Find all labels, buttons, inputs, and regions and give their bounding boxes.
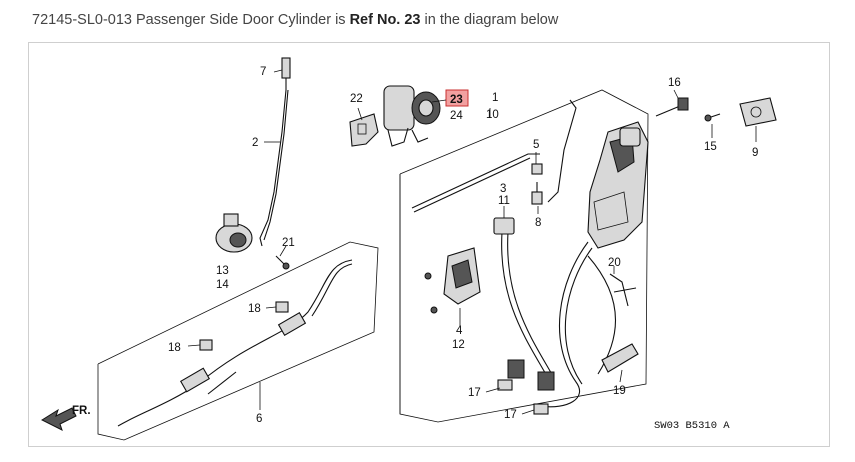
part-17-connector-lower [533, 403, 549, 415]
part-22-cylinder-bracket [349, 113, 379, 147]
callout-15: 15 [704, 141, 717, 153]
callout-18-upper: 18 [248, 303, 261, 315]
callout-16: 16 [668, 77, 681, 89]
part-6-cable-assembly [117, 259, 353, 427]
door-latch-assembly [587, 121, 649, 249]
part-11-connector [493, 217, 515, 235]
callout-20: 20 [608, 257, 621, 269]
callout-17-upper: 17 [468, 387, 481, 399]
callout-18-lower: 18 [168, 342, 181, 354]
callout-6: 6 [256, 413, 262, 425]
callout-8: 8 [535, 217, 541, 229]
leader-lines [187, 69, 757, 415]
actuator-wire-harness [501, 231, 617, 408]
callout-19: 19 [613, 385, 626, 397]
part-4-lock-actuator [443, 247, 481, 305]
callout-7: 7 [260, 66, 266, 78]
callout-11: 11 [498, 195, 510, 207]
caption-ref-number: Ref No. 23 [349, 12, 421, 28]
callout-labels: 1 2 3 4 5 6 7 8 9 10 11 12 13 14 15 16 1… [168, 66, 758, 425]
callout-2: 2 [252, 137, 258, 149]
callout-4: 4 [456, 325, 463, 337]
caption-suffix: in the diagram below [420, 12, 559, 28]
part-2-lock-rod [259, 89, 289, 247]
direction-label: FR. [72, 405, 91, 417]
part-18-clip-lower [199, 339, 213, 351]
drawing-code: SW03 B5310 A [654, 420, 730, 432]
callout-22: 22 [350, 93, 363, 105]
actuator-screws [424, 272, 438, 314]
callout-24: 24 [450, 110, 463, 122]
part-18-clip-upper [275, 301, 289, 313]
part-13-inside-lock [215, 213, 253, 253]
part-9-striker [739, 97, 777, 127]
callout-1: 1 [492, 92, 498, 104]
part-20-clip [609, 273, 637, 307]
page-caption: 72145-SL0-013 Passenger Side Door Cylind… [32, 12, 558, 28]
door-panel-outline [399, 89, 649, 423]
callout-23: 23 [450, 94, 463, 106]
part-16-bolt [655, 97, 689, 117]
part-15-screw [704, 113, 721, 122]
callout-5: 5 [533, 139, 539, 151]
parts-diagram: FR. 1 2 3 4 5 6 7 8 9 10 11 [40, 57, 777, 441]
part-21-screw [275, 255, 290, 270]
callout-12: 12 [452, 339, 465, 351]
part-7-rod-knob [281, 57, 291, 90]
callout-3: 3 [500, 183, 506, 195]
front-direction-arrow [40, 407, 77, 431]
part-23-door-cylinder [383, 85, 441, 147]
part-8-rod-clip [531, 182, 543, 205]
caption-prefix: 72145-SL0-013 Passenger Side Door Cylind… [32, 12, 350, 28]
callout-21: 21 [282, 237, 295, 249]
callout-10: 10 [486, 109, 499, 121]
part-17-connector-upper [497, 379, 513, 391]
callout-17-lower: 17 [504, 409, 517, 421]
harness-plugs [507, 359, 555, 391]
callout-13: 13 [216, 265, 229, 277]
part-19-protector [601, 343, 639, 373]
part-5-rod-clip [531, 163, 543, 175]
ref-23-highlight [445, 89, 469, 107]
callout-9: 9 [752, 147, 758, 159]
cable-panel-outline [97, 241, 379, 441]
callout-14: 14 [216, 279, 229, 291]
